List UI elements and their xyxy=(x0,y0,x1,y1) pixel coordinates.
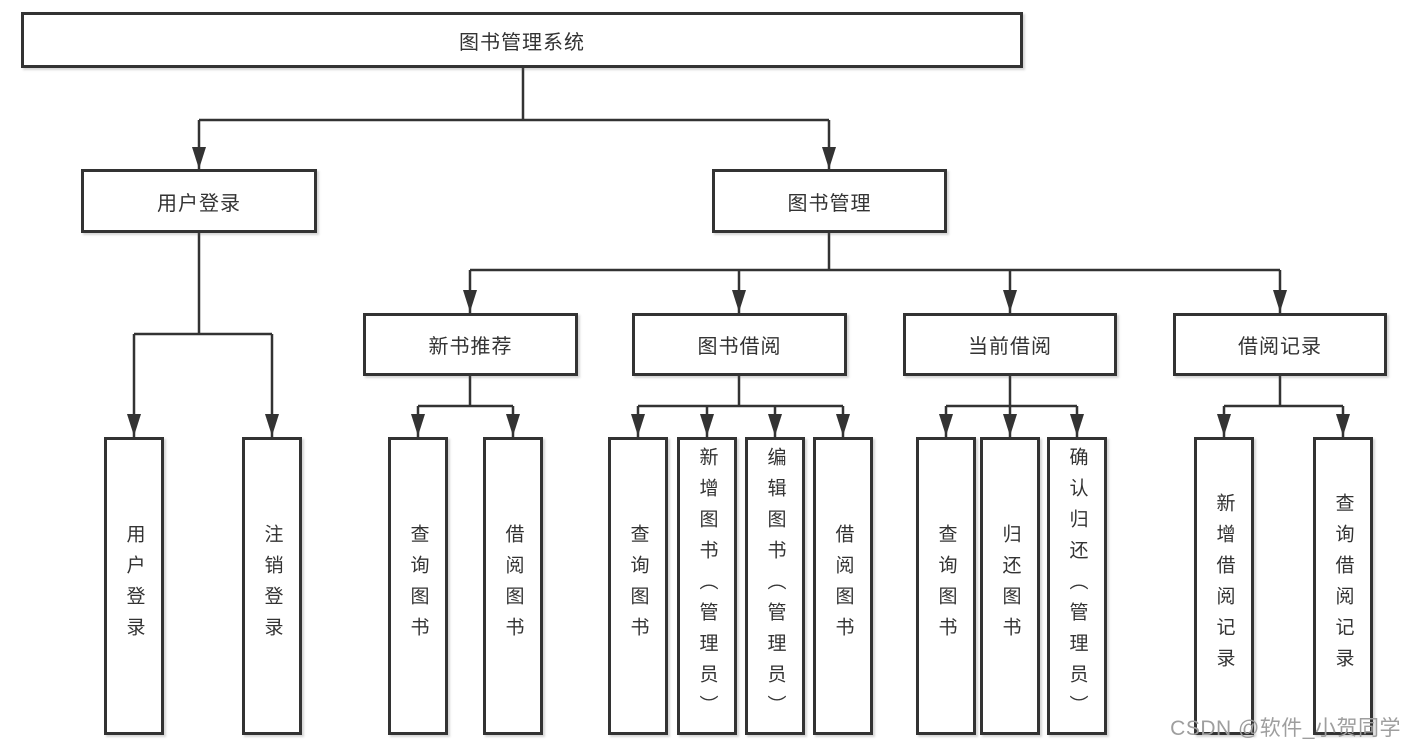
node-leaf-add-borrow-record: 新增借阅记录 xyxy=(1194,437,1254,735)
node-book-borrowing-label: 图书借阅 xyxy=(697,336,782,358)
node-leaf-query-borrow-record-label: 查询借阅记录 xyxy=(1332,493,1354,679)
arrow-down-icon xyxy=(127,414,141,436)
arrow-down-icon xyxy=(700,414,714,436)
node-leaf-add-books-admin: 新增图书（管理员） xyxy=(677,437,737,735)
connector-book-borrowing xyxy=(636,376,845,437)
node-leaf-user-login-label: 用户登录 xyxy=(123,524,145,648)
node-leaf-recommend-query-books-label: 查询图书 xyxy=(407,524,429,648)
node-current-borrowing: 当前借阅 xyxy=(903,313,1117,376)
node-leaf-borrowing-borrow-books: 借阅图书 xyxy=(813,437,873,735)
node-book-management: 图书管理 xyxy=(712,169,947,233)
node-root: 图书管理系统 xyxy=(21,12,1023,68)
arrow-down-icon xyxy=(1217,414,1231,436)
node-leaf-query-borrow-record: 查询借阅记录 xyxy=(1313,437,1373,735)
node-user-login-label: 用户登录 xyxy=(157,192,241,215)
arrowheads xyxy=(127,147,1350,436)
node-leaf-return-books: 归还图书 xyxy=(980,437,1040,735)
arrow-down-icon xyxy=(822,147,836,169)
node-leaf-borrowing-query-books: 查询图书 xyxy=(608,437,668,735)
node-new-book-recommend-label: 新书推荐 xyxy=(428,336,513,358)
connector-borrowing-records xyxy=(1222,376,1345,437)
node-leaf-recommend-query-books: 查询图书 xyxy=(388,437,448,735)
node-borrowing-records-label: 借阅记录 xyxy=(1238,336,1322,358)
node-leaf-current-query-books-label: 查询图书 xyxy=(935,524,957,648)
node-leaf-current-query-books: 查询图书 xyxy=(916,437,976,735)
arrow-down-icon xyxy=(1336,414,1350,436)
arrow-down-icon xyxy=(192,147,206,169)
arrow-down-icon xyxy=(463,290,477,312)
node-root-label: 图书管理系统 xyxy=(459,31,585,54)
node-leaf-edit-books-admin-label: 编辑图书（管理员） xyxy=(764,446,786,726)
arrow-down-icon xyxy=(1070,414,1084,436)
node-leaf-recommend-borrow-books-label: 借阅图书 xyxy=(502,524,524,648)
node-borrowing-records: 借阅记录 xyxy=(1173,313,1387,376)
watermark: CSDN @软件_小贺同学 xyxy=(1170,717,1401,740)
node-leaf-logout: 注销登录 xyxy=(242,437,302,735)
node-book-borrowing: 图书借阅 xyxy=(632,313,847,376)
connector-root xyxy=(197,68,831,169)
node-leaf-recommend-borrow-books: 借阅图书 xyxy=(483,437,543,735)
node-leaf-edit-books-admin: 编辑图书（管理员） xyxy=(745,437,805,735)
arrow-down-icon xyxy=(265,414,279,436)
connector-new-book-recommend xyxy=(416,376,515,437)
node-leaf-add-books-admin-label: 新增图书（管理员） xyxy=(696,446,718,726)
arrow-down-icon xyxy=(631,414,645,436)
node-leaf-borrowing-query-books-label: 查询图书 xyxy=(627,524,649,648)
node-new-book-recommend: 新书推荐 xyxy=(363,313,578,376)
arrow-down-icon xyxy=(1273,290,1287,312)
arrow-down-icon xyxy=(939,414,953,436)
node-book-management-label: 图书管理 xyxy=(787,192,872,215)
arrow-down-icon xyxy=(1003,290,1017,312)
arrow-down-icon xyxy=(732,290,746,312)
node-leaf-borrowing-borrow-books-label: 借阅图书 xyxy=(832,524,854,648)
arrow-down-icon xyxy=(836,414,850,436)
connector-user-login xyxy=(132,233,274,437)
arrow-down-icon xyxy=(411,414,425,436)
node-leaf-user-login: 用户登录 xyxy=(104,437,164,735)
arrow-down-icon xyxy=(768,414,782,436)
node-leaf-return-books-label: 归还图书 xyxy=(999,524,1021,648)
arrow-down-icon xyxy=(1003,414,1017,436)
node-leaf-confirm-return-admin-label: 确认归还（管理员） xyxy=(1066,446,1088,726)
connector-book-management xyxy=(468,233,1282,313)
node-leaf-add-borrow-record-label: 新增借阅记录 xyxy=(1213,493,1235,679)
node-leaf-confirm-return-admin: 确认归还（管理员） xyxy=(1047,437,1107,735)
node-leaf-logout-label: 注销登录 xyxy=(261,524,283,648)
node-current-borrowing-label: 当前借阅 xyxy=(968,336,1052,358)
arrow-down-icon xyxy=(506,414,520,436)
node-user-login: 用户登录 xyxy=(81,169,317,233)
